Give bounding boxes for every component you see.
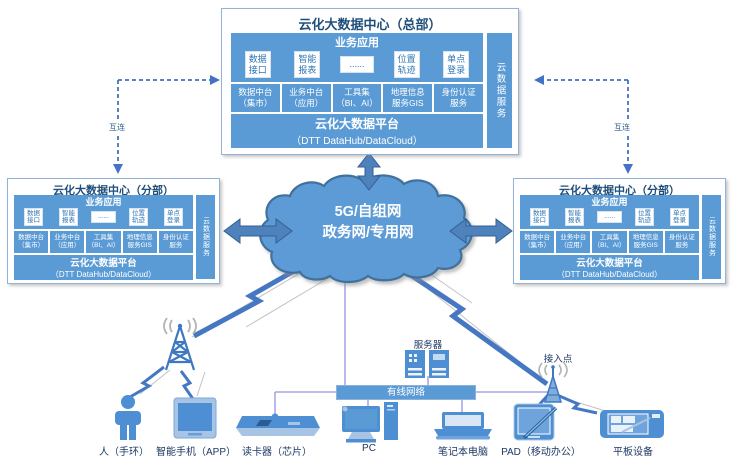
branch-platform-toolset: 工具集 （BI、AI） [86,231,121,253]
branch-right-datacenter-box: 云化大数据中心（分部） 业务应用 数据 接口 智能 报表 ...... 位置 轨… [513,178,726,284]
server-icon [404,348,450,385]
hq-panel: 业务应用 数据 接口 智能 报表 ...... 位置 轨迹 单点 登录 数据中台… [231,33,483,148]
branch-platform-toolset: 工具集 （BI、AI） [592,231,627,253]
person-icon [110,394,146,447]
branch-app-smart-report: 智能 报表 [60,208,77,226]
cloud-network-label: 5G/自组网 政务网/专用网 [268,202,468,244]
hq-business-apps-header: 业务应用 [335,37,379,49]
card-reader-label: 读卡器（芯片） [242,447,312,458]
branch-app-sso: 单点 登录 [671,208,688,226]
double-arrows [223,152,513,244]
branch-platform-business: 业务中台 （应用） [50,231,85,253]
access-point-label: 接入点 [543,354,573,365]
hq-apps-row: 数据 接口 智能 报表 ...... 位置 轨迹 单点 登录 [231,50,483,82]
branch-right-panel: 业务应用 数据 接口 智能 报表 ...... 位置 轨迹 单点 登录 数据中台… [520,195,699,280]
hq-platform-subtitle: （DTT DataHub/DataCloud） [291,136,423,147]
branch-app-ellipsis: ...... [92,211,115,223]
hq-app-smart-report: 智能 报表 [295,52,320,77]
branch-app-sso: 单点 登录 [165,208,182,226]
access-point-icon [536,362,570,411]
person-label: 人（手环） [99,447,149,458]
server-label: 服务器 [413,340,443,351]
card-reader-icon [236,406,320,443]
hq-platform-row: 数据中台 （集市） 业务中台 （应用） 工具集 （BI、AI） 地理信息 服务G… [231,84,483,112]
branch-platform-identity: 身份认证 服务 [158,231,193,253]
tablet-icon [598,408,666,445]
branch-left-bigdata-platform: 云化大数据平台 （DTT DataHub/DataCloud） [14,255,193,280]
hq-app-sso: 单点 登录 [444,52,469,77]
branch-right-platform-row: 数据中台 （集市） 业务中台 （应用） 工具集 （BI、AI） 地理信息 服务G… [520,231,699,253]
branch-platform-business: 业务中台 （应用） [556,231,591,253]
interconnect-label-right: 互连 [613,122,631,133]
branch-app-data-interface: 数据 接口 [25,208,42,226]
branch-platform-subtitle: （DTT DataHub/DataCloud） [556,270,663,279]
cloud-label-line2: 政务网/专用网 [322,225,414,242]
branch-right-cloud-data-service-strip: 云数据服务 [702,195,721,279]
hq-bigdata-platform: 云化大数据平台 （DTT DataHub/DataCloud） [231,114,483,148]
laptop-label: 笔记本电脑 [438,447,488,458]
smartphone-icon [172,396,218,447]
hq-platform-business: 业务中台 （应用） [281,84,331,112]
hq-platform-identity: 身份认证 服务 [434,84,483,112]
hq-platform-gis: 地理信息 服务GIS [383,84,433,112]
branch-platform-title: 云化大数据平台 [576,258,643,269]
hq-app-data-interface: 数据 接口 [245,52,270,77]
branch-right-bigdata-platform: 云化大数据平台 （DTT DataHub/DataCloud） [520,255,699,280]
tablet-label: 平板设备 [613,447,653,458]
hq-platform-data-mart: 数据中台 （集市） [231,84,280,112]
branch-platform-gis: 地理信息 服务GIS [628,231,663,253]
branch-left-title: 云化大数据中心（分部） [53,185,174,197]
branch-app-smart-report: 智能 报表 [566,208,583,226]
hq-cloud-data-service-strip: 云数据服务 [487,33,512,148]
cloud-label-line1: 5G/自组网 [334,204,402,220]
branch-platform-data-mart: 数据中台 （集市） [520,231,555,253]
branch-left-business-apps-header: 业务应用 [85,197,122,207]
branch-right-title: 云化大数据中心（分部） [559,185,680,197]
pc-icon [340,402,402,449]
branch-app-location-track: 位置 轨迹 [636,208,653,226]
wired-network-bar: 有线网络 [336,385,476,400]
branch-left-panel: 业务应用 数据 接口 智能 报表 ...... 位置 轨迹 单点 登录 数据中台… [14,195,193,280]
smartphone-label: 智能手机（APP） [155,447,237,458]
branch-platform-identity: 身份认证 服务 [664,231,699,253]
branch-app-ellipsis: ...... [598,211,621,223]
pc-label: PC [362,443,376,454]
branch-right-apps-row: 数据 接口 智能 报表 ...... 位置 轨迹 单点 登录 [520,208,699,229]
interconnect-label-left: 互连 [108,122,126,133]
branch-right-business-apps-header: 业务应用 [591,197,628,207]
pad-icon [510,400,562,449]
wired-connector-lines [274,270,549,421]
cell-tower-icon [148,316,212,379]
network-cloud [259,174,473,284]
branch-platform-subtitle: （DTT DataHub/DataCloud） [50,270,157,279]
hq-title: 云化大数据中心（总部） [298,17,442,32]
branch-app-location-track: 位置 轨迹 [130,208,147,226]
hq-app-location-track: 位置 轨迹 [394,52,419,77]
branch-left-platform-row: 数据中台 （集市） 业务中台 （应用） 工具集 （BI、AI） 地理信息 服务G… [14,231,193,253]
laptop-icon [432,412,494,447]
interconnect-arrowheads [113,75,633,174]
branch-left-cloud-data-service-strip: 云数据服务 [196,195,215,279]
branch-left-datacenter-box: 云化大数据中心（分部） 业务应用 数据 接口 智能 报表 ...... 位置 轨… [7,178,220,284]
branch-platform-title: 云化大数据平台 [70,258,137,269]
branch-left-apps-row: 数据 接口 智能 报表 ...... 位置 轨迹 单点 登录 [14,208,193,229]
branch-platform-data-mart: 数据中台 （集市） [14,231,49,253]
branch-platform-gis: 地理信息 服务GIS [122,231,157,253]
pad-label: PAD（移动办公） [501,447,581,458]
hq-datacenter-box: 云化大数据中心（总部） 业务应用 数据 接口 智能 报表 ...... 位置 轨… [221,8,519,155]
hq-app-ellipsis: ...... [341,57,373,72]
hq-platform-title: 云化大数据平台 [314,117,399,131]
hq-platform-toolset: 工具集 （BI、AI） [332,84,382,112]
branch-app-data-interface: 数据 接口 [531,208,548,226]
